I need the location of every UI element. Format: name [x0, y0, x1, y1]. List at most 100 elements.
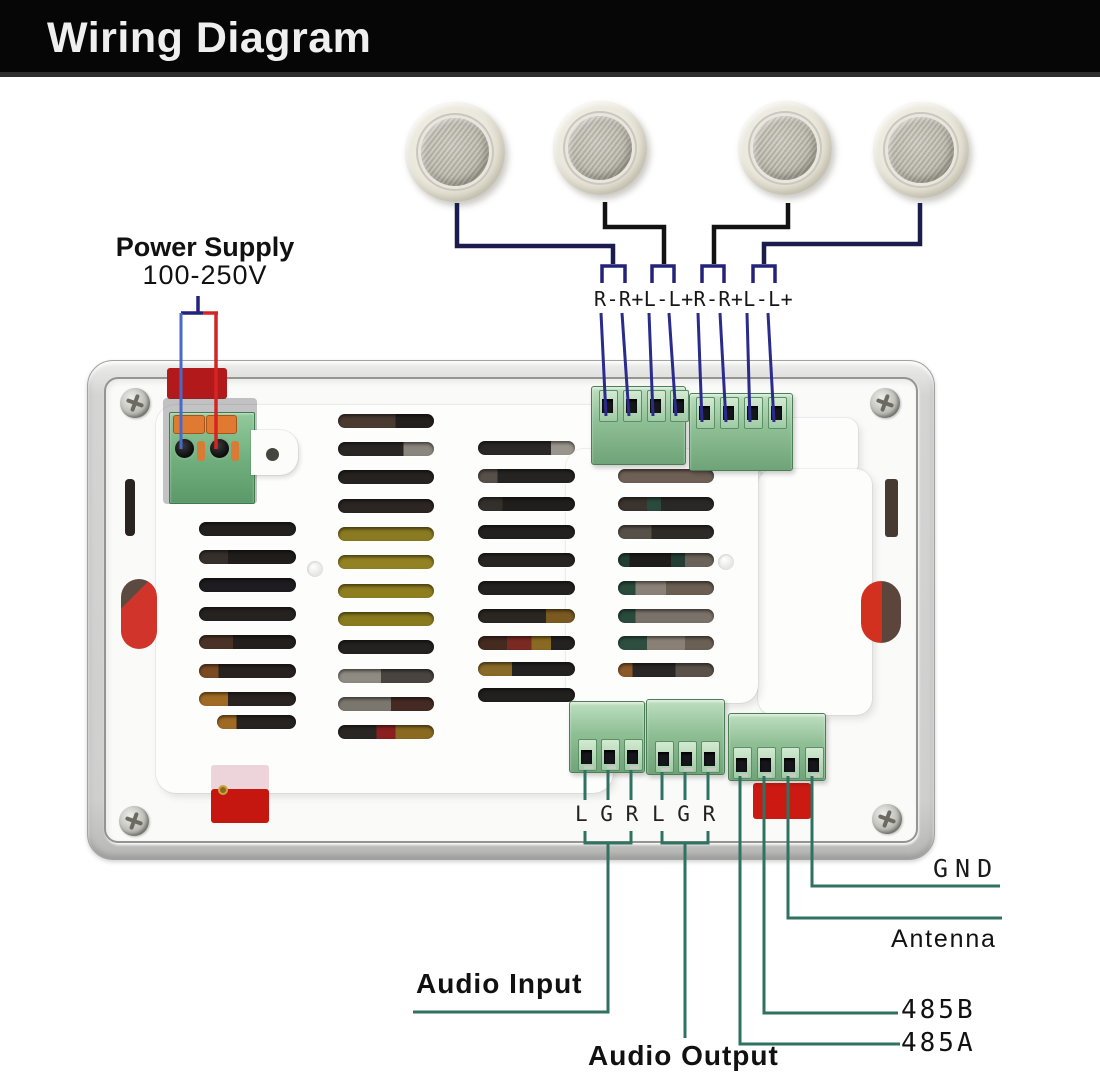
speaker-terminal-block-2: [689, 393, 793, 471]
title-banner: Wiring Diagram: [0, 0, 1100, 77]
terminal-pin-hole: [704, 752, 716, 771]
terminal-pin-hole: [736, 758, 748, 777]
terminal-pin-hole: [681, 752, 693, 771]
vent-slot: [478, 636, 575, 650]
terminal-pin: [623, 390, 642, 422]
vent-slot: [338, 584, 434, 598]
speaker-terminal-labels: R-R+L-L+R-R+L-L+: [594, 287, 794, 311]
terminal-pin-hole: [808, 758, 820, 777]
terminal-pin: [578, 739, 597, 771]
ceiling-speaker-2: [553, 101, 647, 195]
terminal-contact: [630, 766, 639, 769]
screw-top-left: [120, 388, 150, 418]
screw-top-right: [870, 388, 900, 418]
power-clip-right: [206, 415, 237, 434]
power-tab-1: [197, 441, 205, 461]
terminal-pin-hole: [771, 406, 782, 420]
vent-slot: [199, 550, 296, 564]
terminal-contact: [739, 774, 748, 777]
speaker-mesh-icon: [753, 116, 817, 180]
vent-slot: [478, 497, 575, 511]
terminal-pin: [757, 747, 776, 779]
terminal-pin-hole: [627, 750, 639, 769]
vent-slot: [199, 607, 296, 621]
ceiling-speaker-4: [873, 102, 969, 198]
speaker-mesh-icon: [568, 116, 632, 180]
power-clip-left: [173, 415, 205, 434]
vent-slot: [618, 609, 714, 623]
terminal-pin: [647, 390, 666, 422]
vent-slot: [618, 636, 714, 650]
terminal-pin-hole: [747, 406, 758, 420]
page-title: Wiring Diagram: [47, 14, 372, 62]
terminal-contact: [607, 766, 616, 769]
fork-pair-1: [600, 264, 627, 283]
terminal-pin: [781, 747, 800, 779]
vent-slot: [338, 725, 434, 739]
power-hole-neutral: [175, 439, 194, 458]
vent-slot: [478, 441, 575, 455]
wire-speaker-2: [602, 202, 667, 264]
terminal-pin: [601, 739, 620, 771]
speaker-terminal-block-1: [591, 386, 689, 465]
terminal-contact: [707, 768, 716, 771]
right-red-oval: [861, 581, 901, 643]
vent-slot: [478, 662, 575, 676]
boss-dot-right: [718, 554, 734, 570]
vent-slot: [199, 522, 296, 536]
power-hole-live: [210, 439, 229, 458]
terminal-contact: [763, 774, 772, 777]
terminal-pin-hole: [658, 752, 670, 771]
vent-slot: [338, 697, 434, 711]
audio-output-terminal-block: [646, 699, 725, 775]
terminal-pin: [720, 397, 739, 429]
vent-slot: [199, 664, 296, 678]
vent-slot: [478, 553, 575, 567]
audio-input-channel-labels: L G R: [575, 802, 639, 826]
vent-slot: [338, 612, 434, 626]
terminal-pin-hole: [626, 399, 637, 413]
audio-output-label: Audio Output: [588, 1040, 779, 1071]
terminal-pin: [670, 390, 689, 422]
fork-pair-3: [700, 264, 726, 283]
sticker-red-bottom-mid: [753, 783, 811, 819]
vent-slot: [618, 525, 714, 539]
terminal-pin: [744, 397, 763, 429]
speaker-mesh-icon: [421, 118, 489, 186]
red-block-top-left: [167, 368, 227, 399]
audio-output-channel-labels: L G R: [652, 802, 716, 826]
terminal-pin-hole: [602, 399, 613, 413]
rs485b-label: 485B: [901, 995, 976, 1025]
vent-slot: [478, 581, 575, 595]
terminal-pin: [624, 739, 643, 771]
terminal-pin: [599, 390, 618, 422]
power-tab-2: [231, 441, 239, 461]
ceiling-speaker-1: [405, 102, 505, 202]
vent-slot: [618, 553, 714, 567]
gnd-label: GND: [933, 854, 1000, 883]
amplifier-back-panel: [87, 360, 935, 860]
terminal-pin: [696, 397, 715, 429]
vent-slot: [338, 470, 434, 484]
mounting-hole: [266, 448, 279, 461]
boss-dot-left: [307, 561, 323, 577]
terminal-pin: [733, 747, 752, 779]
terminal-pin: [655, 741, 674, 773]
terminal-pin-hole: [604, 750, 616, 769]
ceiling-speaker-3: [738, 101, 832, 195]
vent-slot: [338, 442, 434, 456]
power-supply-line1: Power Supply: [115, 232, 295, 262]
vent-slot: [618, 469, 714, 483]
power-supply-voltage: 100-250V: [142, 260, 268, 291]
vent-slot: [478, 609, 575, 623]
terminal-pin: [678, 741, 697, 773]
vent-slot: [338, 414, 434, 428]
fork-pair-4: [751, 264, 777, 283]
vent-slot: [618, 497, 714, 511]
vent-slot: [478, 525, 575, 539]
terminal-pin-hole: [723, 406, 734, 420]
screw-bottom-right: [872, 804, 902, 834]
terminal-contact: [584, 766, 593, 769]
terminal-pin-hole: [760, 758, 772, 777]
vent-slot: [199, 692, 296, 706]
